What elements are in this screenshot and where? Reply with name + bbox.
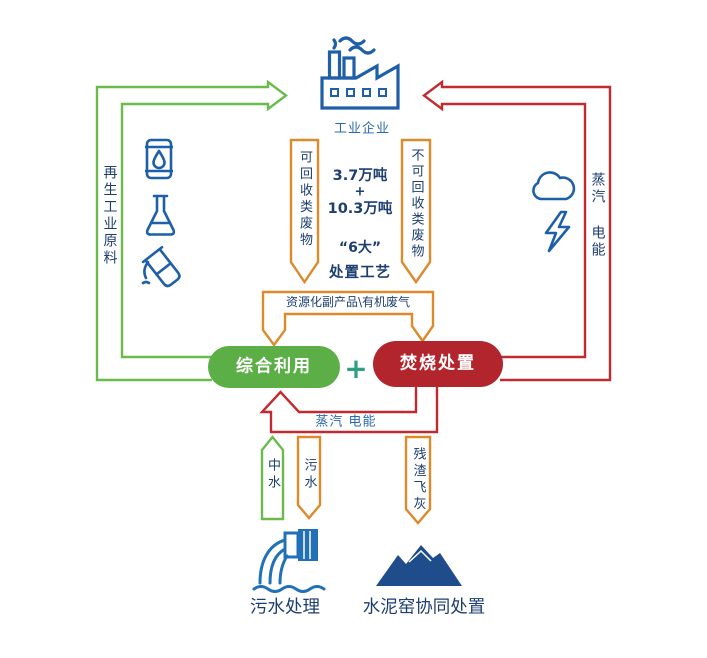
factory-icon (320, 36, 400, 110)
processes-label: 处置工艺 (329, 264, 391, 281)
sewage-arrow (296, 435, 322, 520)
amount-non-recyclable: 10.3万吨 (327, 200, 393, 217)
cloud-icon (532, 171, 576, 201)
non-recyclable-waste-label: 不可回收类废物 (408, 148, 424, 260)
mountain-icon (376, 545, 462, 586)
return-flow-label: 蒸汽 电能 (315, 414, 377, 430)
green-loop-arrow (95, 79, 288, 382)
red-loop-arrow (422, 79, 612, 382)
big-six-label: “6大” (338, 240, 382, 256)
incineration-pill (373, 341, 503, 387)
recyclable-waste-label: 可回收类废物 (297, 150, 312, 249)
left-loop-label: 再生工业原料 (101, 165, 118, 267)
reclaimed-water-arrow (260, 435, 285, 521)
source-label: 工业企业 (333, 121, 391, 137)
residue-fly-ash-arrow (404, 435, 432, 525)
incineration-label: 焚烧处置 (400, 353, 476, 374)
recyclable-waste-arrow (289, 138, 320, 285)
utilization-pill (208, 346, 340, 388)
utilization-label: 综合利用 (236, 356, 312, 377)
sewage-outlet-icon (252, 529, 326, 593)
oil-barrel-icon (145, 138, 173, 180)
residue-label: 残渣飞灰 (410, 447, 426, 513)
return-energy-arrow (259, 387, 439, 434)
lightning-icon (544, 210, 571, 253)
nodes-plus: + (344, 352, 368, 385)
amount-plus: + (354, 184, 366, 200)
right-loop-label: 蒸汽 电能 (589, 172, 606, 259)
amount-recyclable: 3.7万吨 (332, 167, 388, 184)
non-recyclable-waste-arrow (400, 138, 432, 285)
cement-kiln-label: 水泥窑协同处置 (362, 597, 486, 618)
reclaimed-water-label: 中水 (265, 458, 280, 492)
byproducts-label: 资源化副产品\有机废气 (285, 295, 411, 309)
pouring-beaker-icon (141, 245, 181, 288)
sewage-treatment-label: 污水处理 (250, 597, 320, 618)
byproducts-arrow (261, 290, 435, 348)
flask-icon (145, 194, 176, 236)
sewage-label: 污水 (301, 458, 317, 492)
